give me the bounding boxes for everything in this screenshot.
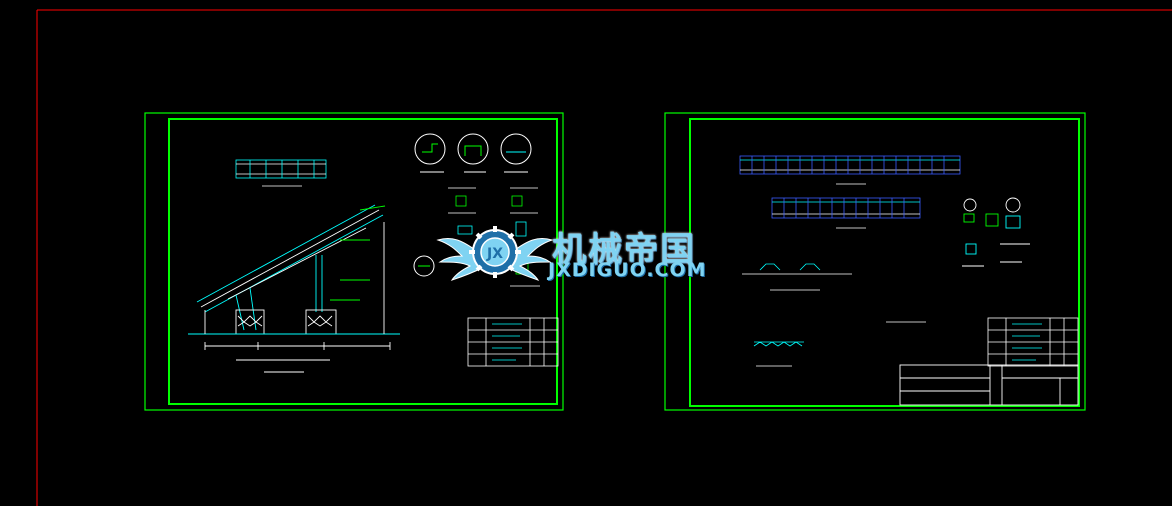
right-long-elevation	[739, 155, 961, 229]
watermark-wing-left	[436, 238, 483, 281]
left-top-elevation	[235, 159, 327, 187]
right-circle-details	[962, 197, 1030, 267]
watermark-name-en: JXDIGUO.COM	[548, 259, 707, 281]
watermark-logo: JX	[436, 226, 554, 281]
watermark-gear-icon: JX	[469, 226, 521, 278]
right-section-details	[742, 263, 926, 367]
left-drawing-sheet[interactable]	[144, 112, 564, 411]
outer-boundary	[36, 9, 1172, 506]
watermark-wing-right	[507, 238, 554, 281]
left-part-details	[448, 187, 540, 287]
left-inclined-section	[188, 204, 400, 373]
left-material-table	[467, 317, 559, 367]
right-material-table	[987, 317, 1079, 367]
right-drawing-sheet[interactable]	[664, 112, 1086, 411]
left-circle-details	[413, 133, 532, 277]
watermark-logo-letters: JX	[486, 246, 503, 262]
watermark-name-cn: 机械帝国	[552, 230, 696, 270]
right-title-block	[899, 364, 1079, 406]
